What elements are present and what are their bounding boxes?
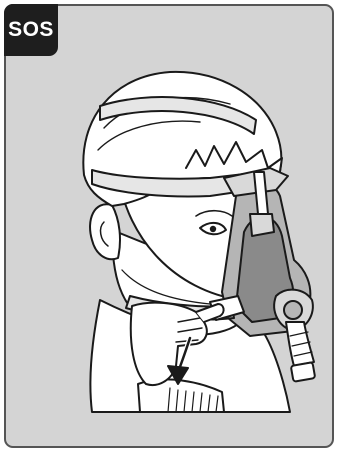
sos-label: SOS (8, 18, 54, 42)
sos-badge: SOS (4, 4, 58, 56)
